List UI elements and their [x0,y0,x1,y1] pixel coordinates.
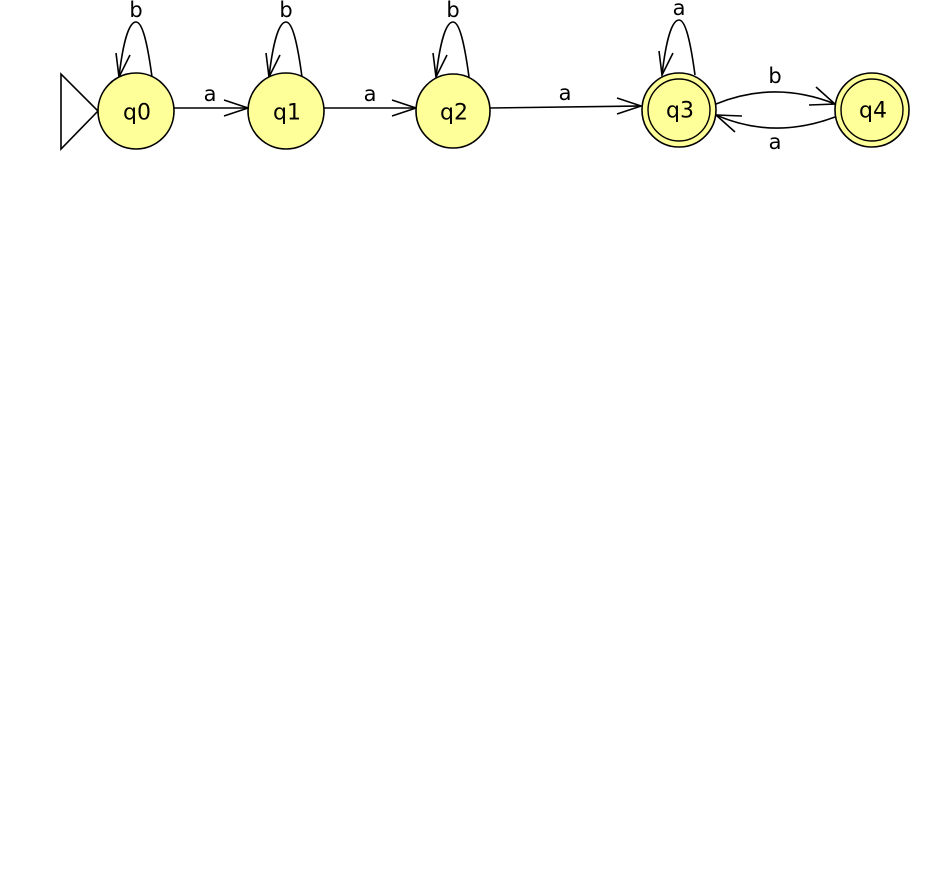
edge-label-q3-q4: b [768,64,781,88]
self-loop-q0: b [115,0,153,80]
self-loop-q2: b [432,0,470,80]
loop-label-q2: b [446,0,459,22]
edge-q2-q3: a [489,81,644,115]
accept-ring [840,78,904,142]
state-q2: q2 [415,73,491,149]
edge-q1-q2: a [324,82,419,117]
state-label: q0 [123,101,151,126]
edge-label-q0-q1: a [204,82,217,106]
state-label: q2 [440,101,468,126]
edge-q0-q1: a [174,82,251,117]
loop-label-q0: b [129,0,142,22]
state-label: q3 [666,99,694,124]
edge-label-q1-q2: a [364,82,377,106]
state-q1: q1 [247,72,325,150]
start-marker [60,72,100,151]
edge-label-q4-q3: a [769,130,782,154]
self-loop-q1: b [265,0,303,80]
accept-ring [647,78,711,142]
state-q0: q0 [97,72,175,150]
loop-label-q3: a [673,0,686,20]
state-q3: q3 [641,72,717,148]
state-label: q4 [859,99,887,124]
edge-label-q2-q3: a [559,81,572,105]
state-label: q1 [273,101,301,126]
self-loop-q3: a [658,0,696,78]
edge-q4-q3: a [713,114,836,154]
loop-label-q1: b [279,0,292,22]
edge-q3-q4: b [715,64,838,106]
state-q4: q4 [834,72,910,148]
